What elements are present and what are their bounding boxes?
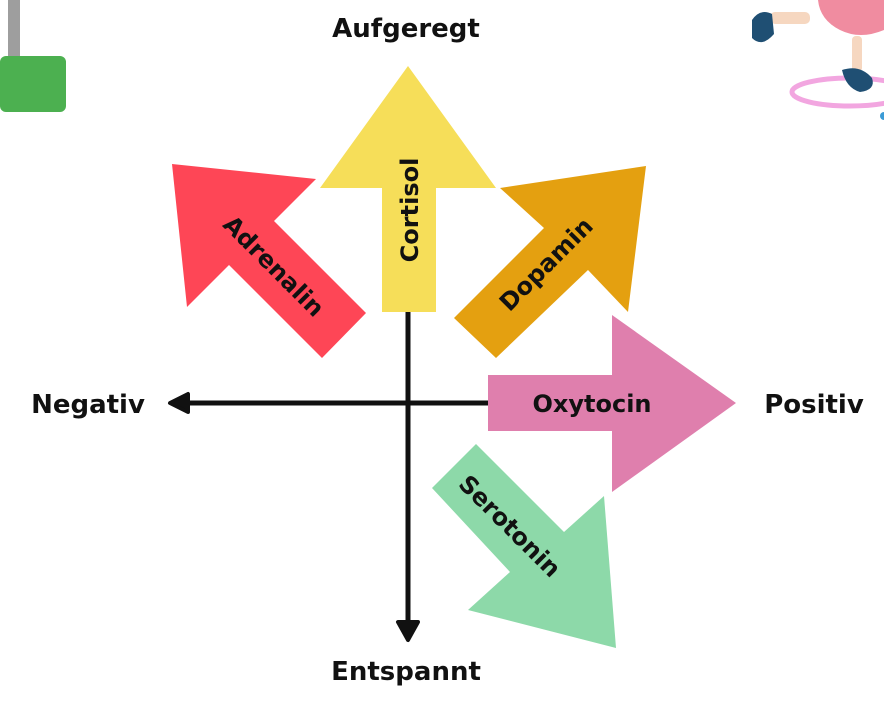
child-hula-hoop-illustration — [752, 0, 884, 120]
cortisol-arrow: Cortisol — [320, 66, 496, 312]
child-leg — [770, 12, 810, 24]
axis-label-left: Negativ — [31, 390, 145, 420]
oxytocin-arrow-shape — [488, 315, 736, 492]
oxytocin-label: Oxytocin — [532, 390, 651, 418]
oxytocin-arrow: Oxytocin — [488, 315, 736, 492]
axis-label-top: Aufgeregt — [332, 14, 480, 44]
serotonin-arrow: Serotonin — [432, 444, 616, 648]
left-arrowhead-icon — [168, 392, 190, 414]
axis-label-bottom: Entspannt — [331, 657, 481, 687]
child-shoe-left — [752, 12, 774, 43]
ball-decoration — [880, 112, 884, 120]
serotonin-arrow-shape — [432, 444, 616, 648]
dopamin-arrow-shape — [454, 166, 646, 358]
sign-post — [8, 0, 20, 58]
down-arrowhead-icon — [396, 620, 420, 642]
cortisol-label: Cortisol — [396, 158, 424, 263]
horizontal-axis — [168, 392, 492, 414]
child-dress — [818, 0, 884, 35]
cortisol-arrow-shape — [320, 66, 496, 312]
adrenalin-arrow: Adrenalin — [172, 164, 366, 358]
vertical-axis — [396, 312, 420, 642]
child-shoe-right — [842, 68, 873, 92]
corner-sign-decoration — [0, 0, 66, 112]
axis-label-right: Positiv — [764, 390, 864, 420]
sign-board — [0, 56, 66, 112]
child-leg-right — [852, 36, 862, 72]
adrenalin-arrow-shape — [172, 164, 366, 358]
